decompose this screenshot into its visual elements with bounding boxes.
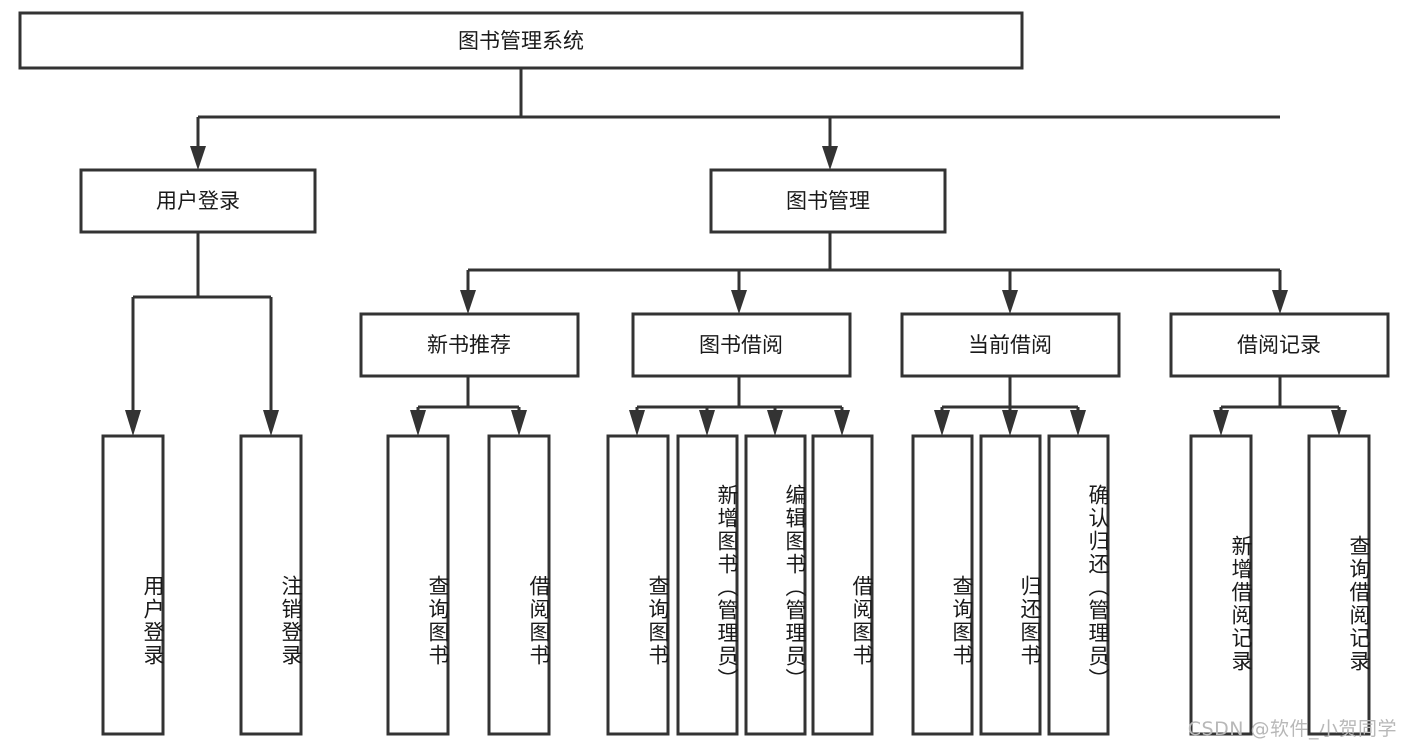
leaf-box-borrow-book-2[interactable] bbox=[811, 434, 874, 736]
connector-current-to-leaves bbox=[934, 376, 1086, 436]
csdn-watermark: CSDN @软件_小贺同学 bbox=[1187, 718, 1397, 740]
leaf-box-query-book-1[interactable] bbox=[386, 434, 450, 736]
connector-records-to-leaves bbox=[1213, 376, 1347, 436]
leaf-box-query-book-3[interactable] bbox=[911, 434, 974, 736]
node-book-borrow[interactable]: 图书借阅 bbox=[631, 312, 852, 378]
node-borrow-records[interactable]: 借阅记录 bbox=[1169, 312, 1390, 378]
node-book-management-label: 图书管理 bbox=[786, 189, 870, 213]
node-user-login[interactable]: 用户登录 bbox=[79, 168, 317, 234]
leaf-box-query-book-2[interactable] bbox=[606, 434, 670, 736]
leaf-box-user-login[interactable] bbox=[101, 434, 165, 736]
node-root-label: 图书管理系统 bbox=[458, 29, 584, 53]
node-user-login-label: 用户登录 bbox=[156, 189, 240, 213]
connector-newbook-to-leaves bbox=[410, 376, 527, 436]
connector-borrow-to-leaves bbox=[629, 376, 850, 436]
connector-root-to-level2 bbox=[190, 68, 1280, 170]
node-book-borrow-label: 图书借阅 bbox=[699, 333, 783, 357]
node-current-borrow[interactable]: 当前借阅 bbox=[900, 312, 1121, 378]
leaf-box-confirm-return[interactable] bbox=[1047, 434, 1110, 736]
node-new-book-recommend-label: 新书推荐 bbox=[427, 333, 511, 357]
connector-bookmgmt-to-level3 bbox=[460, 232, 1288, 314]
leaf-box-add-record[interactable] bbox=[1189, 434, 1253, 736]
leaf-box-logout[interactable] bbox=[239, 434, 303, 736]
leaf-box-query-record[interactable] bbox=[1307, 434, 1371, 736]
node-root[interactable]: 图书管理系统 bbox=[18, 11, 1024, 70]
leaf-box-return-book[interactable] bbox=[979, 434, 1042, 736]
connector-userlogin-to-leaves bbox=[125, 232, 279, 436]
node-borrow-records-label: 借阅记录 bbox=[1237, 333, 1321, 357]
leaf-box-edit-book[interactable] bbox=[744, 434, 807, 736]
node-current-borrow-label: 当前借阅 bbox=[968, 333, 1052, 357]
leaf-box-borrow-book-1[interactable] bbox=[487, 434, 551, 736]
node-new-book-recommend[interactable]: 新书推荐 bbox=[359, 312, 580, 378]
node-book-management[interactable]: 图书管理 bbox=[709, 168, 947, 234]
leaf-box-add-book[interactable] bbox=[676, 434, 739, 736]
